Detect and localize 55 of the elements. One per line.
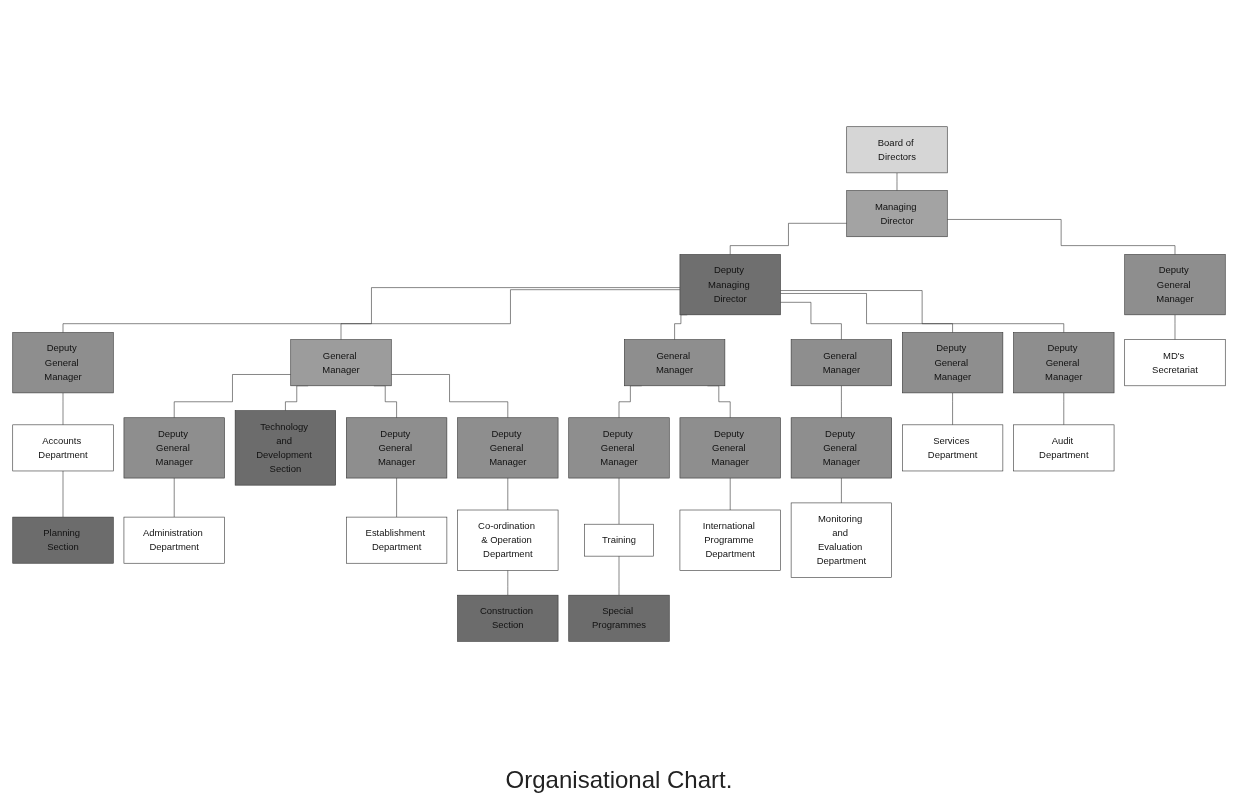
connector <box>340 289 681 340</box>
connector <box>618 555 620 596</box>
node-box: Deputy General Manager <box>457 417 559 479</box>
connector <box>396 477 397 518</box>
connector <box>841 477 842 504</box>
connector <box>780 290 1065 333</box>
node-box: Construction Section <box>457 594 559 642</box>
node-box: International Programme Department <box>679 509 781 571</box>
node-box: General Manager <box>624 339 726 387</box>
node-box: Deputy General Manager <box>12 332 114 394</box>
node-box: MD's Secretariat <box>1124 339 1226 387</box>
connector <box>780 301 842 340</box>
node-box: General Manager <box>790 339 892 387</box>
node-box: Managing Director <box>846 190 948 237</box>
connector <box>507 477 509 511</box>
node-box: Special Programmes <box>568 594 670 642</box>
node-box: Planning Section <box>12 516 114 564</box>
node-box: Deputy General Manager <box>679 417 781 479</box>
node-box: Deputy General Manager <box>346 417 448 479</box>
node-box: Deputy General Manager <box>790 417 892 479</box>
node-box: Monitoring and Evaluation Department <box>790 502 892 578</box>
connector <box>729 222 847 255</box>
connector <box>952 392 953 426</box>
connector <box>618 477 620 525</box>
caption: Organisational Chart. <box>505 766 733 794</box>
connector <box>62 392 64 426</box>
node-box: Deputy General Manager <box>123 417 225 479</box>
connector <box>391 374 509 418</box>
connector <box>729 477 731 511</box>
connector <box>1063 392 1065 426</box>
node-box: Deputy General Manager <box>902 332 1004 394</box>
node-box: Services Department <box>902 424 1004 472</box>
connector <box>780 293 953 333</box>
node-box: Co-ordination & Operation Department <box>457 509 559 571</box>
node-box: General Manager <box>290 339 392 387</box>
connector <box>62 287 681 333</box>
connector <box>173 477 175 518</box>
connector <box>1174 314 1176 340</box>
node-box: Board of Directors <box>846 126 948 174</box>
node-box: Audit Department <box>1013 424 1115 472</box>
connector <box>946 219 1176 255</box>
node-box: Establishment Department <box>346 516 448 564</box>
node-box: Accounts Department <box>12 424 114 472</box>
node-box: Deputy General Manager <box>568 417 670 479</box>
connector <box>507 570 509 596</box>
node-box: Deputy Managing Director <box>679 254 781 316</box>
node-box: Training <box>584 523 654 557</box>
node-box: Administration Department <box>123 516 225 564</box>
node-box: Technology and Development Section <box>234 410 336 486</box>
connector <box>62 470 64 518</box>
connector <box>841 385 842 418</box>
node-box: Deputy General Manager <box>1124 254 1226 316</box>
connector <box>896 172 898 191</box>
node-box: Deputy General Manager <box>1013 332 1115 394</box>
connector <box>173 374 292 418</box>
